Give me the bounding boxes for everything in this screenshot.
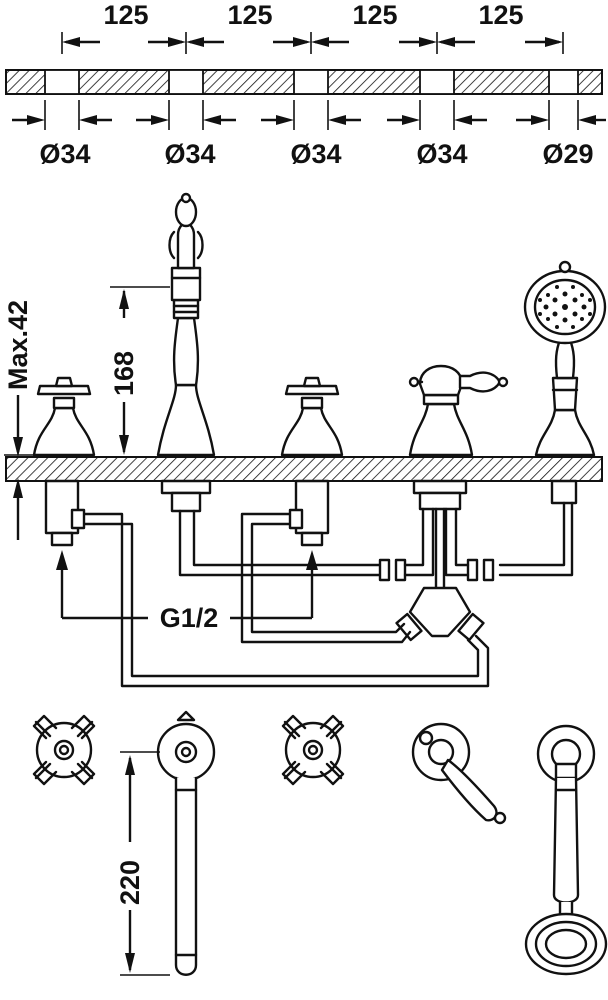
diameter-label-5: Ø29: [542, 139, 593, 169]
diameter-label-1: Ø34: [39, 139, 90, 169]
hand-shower-plan: [524, 724, 608, 976]
cross-handle-valve-right: [280, 376, 344, 457]
lever-plan: [411, 722, 507, 825]
cross-handle-valve-left: [32, 376, 96, 457]
under-deck-connections: [44, 479, 578, 688]
diameter-label-3: Ø34: [290, 139, 341, 169]
hole-4: [419, 69, 455, 95]
spout-plan: [156, 710, 216, 976]
lever-diverter: [408, 364, 509, 457]
diameter-label-2: Ø34: [164, 139, 215, 169]
spout-length-dimension: 220: [115, 751, 170, 976]
spacing-label-3: 125: [352, 0, 397, 30]
spacing-label-2: 125: [227, 0, 272, 30]
hand-shower: [523, 260, 607, 457]
connection-callout: G1/2: [56, 550, 318, 633]
diameter-dimensions: Ø34 Ø34 Ø34 Ø34 Ø29: [12, 100, 606, 169]
hole-2: [168, 69, 204, 95]
bath-spout: [156, 192, 216, 457]
hole-1: [44, 69, 80, 95]
shower-nozzles-icon: [538, 285, 592, 329]
connection-label: G1/2: [160, 603, 219, 633]
spacing-label-4: 125: [478, 0, 523, 30]
diameter-label-4: Ø34: [416, 139, 467, 169]
spacing-dimensions: 125 125 125 125: [61, 0, 564, 54]
deck-plate-top: [5, 69, 603, 95]
spacing-label-1: 125: [103, 0, 148, 30]
max-deck-dimension: Max.42: [3, 300, 40, 540]
hole-3: [293, 69, 329, 95]
spout-length-label: 220: [115, 860, 145, 905]
hole-5: [548, 69, 579, 95]
spout-height-dimension: 168: [109, 286, 170, 455]
deck-plate-section: [5, 456, 603, 482]
cross-handle-plan-right: [281, 714, 345, 786]
cross-handle-plan-left: [32, 714, 96, 786]
max-deck-label: Max.42: [3, 300, 33, 390]
spout-height-label: 168: [109, 351, 139, 396]
